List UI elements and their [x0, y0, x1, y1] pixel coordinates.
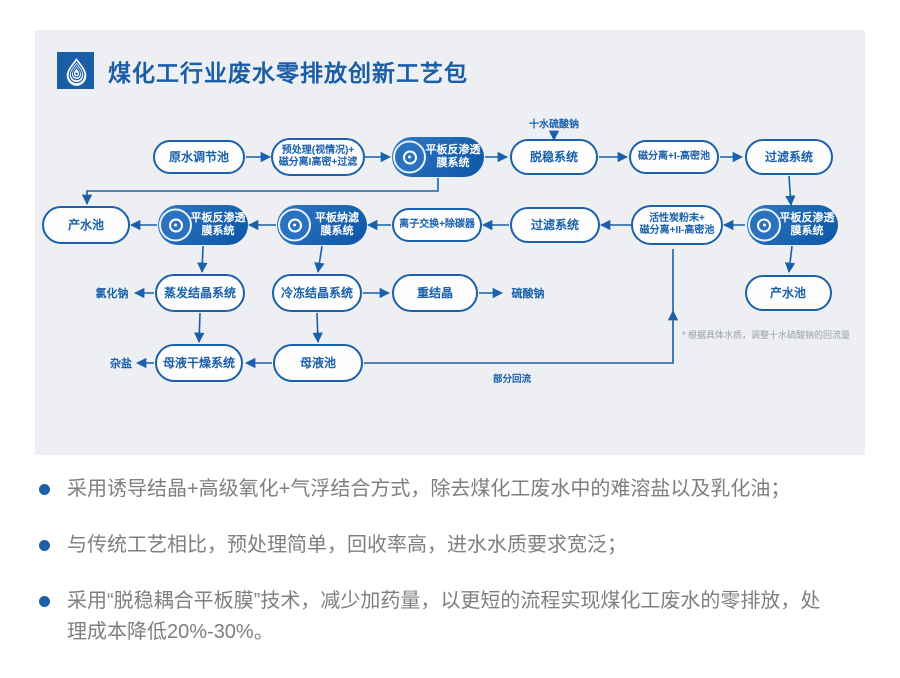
node-label: 蒸发结晶系统 [163, 285, 236, 300]
footnote: * 根据具体水质，调整十水硫酸钠的回流量 [682, 330, 851, 340]
node-flat-nanofiltration: 平板纳滤 膜系统 [277, 205, 367, 245]
node-recrystallization: 重结晶 [392, 274, 478, 312]
node-label: 脱稳系统 [529, 149, 578, 164]
disc-icon [159, 208, 192, 242]
node-label: 母液干燥系统 [162, 355, 235, 370]
bullet-text: 采用“脱稳耦合平板膜”技术，减少加药量，以更短的流程实现煤化工废水的零排放，处理… [67, 590, 821, 643]
node-label: 重结晶 [416, 285, 453, 300]
node-product-water-pool-left: 产水池 [42, 206, 130, 244]
node-freeze-crystallization: 冷冻结晶系统 [272, 274, 362, 312]
node-filter-system-2: 过滤系统 [510, 207, 600, 243]
node-product-water-pool-right: 产水池 [744, 275, 832, 311]
bullet-text: 采用诱导结晶+高级氧化+气浮结合方式，除去煤化工废水中的难溶盐以及乳化油； [67, 478, 791, 500]
label-sodium-sulfate: 硫酸钠 [511, 288, 545, 300]
node-activated-carbon: 活性炭粉末+ 磁分离+II-高密池 [631, 205, 723, 245]
feature-bullet-list: 采用诱导结晶+高级氧化+气浮结合方式，除去煤化工废水中的难溶盐以及乳化油； 与传统… [37, 474, 859, 673]
node-flat-ro-3: 平板反渗透 膜系统 [746, 205, 838, 245]
node-label: 产水池 [67, 217, 104, 232]
node-ion-exchange: 离子交换+除碳器 [392, 208, 482, 242]
node-magnetic-separation-1: 磁分离+I-高密池 [629, 140, 719, 174]
node-label: 活性炭粉末+ 磁分离+II-高密池 [639, 213, 715, 236]
label-mixed-salt: 杂盐 [110, 358, 132, 370]
process-flowchart: * 根据具体水质，调整十水硫酸钠的回流量 原水调节池 预处理(视情况)+ 磁分离I… [42, 119, 851, 385]
disc-icon [393, 140, 426, 174]
node-label: 平板反渗透 膜系统 [779, 212, 835, 237]
water-drop-logo [57, 52, 94, 89]
disc-icon [278, 208, 311, 242]
node-label: 磁分离+I-高密池 [638, 151, 710, 163]
bullet-item: 采用“脱稳耦合平板膜”技术，减少加药量，以更短的流程实现煤化工废水的零排放，处理… [37, 586, 859, 648]
node-pretreatment: 预处理(视情况)+ 磁分离I高密+过滤 [271, 138, 365, 176]
header: 煤化工行业废水零排放创新工艺包 [57, 52, 468, 89]
node-label: 冷冻结晶系统 [280, 285, 353, 300]
node-mother-liquor-drying: 母液干燥系统 [155, 344, 243, 382]
label-sodium-chloride: 氯化钠 [95, 288, 129, 300]
node-flat-ro-1: 平板反渗透 膜系统 [392, 137, 484, 177]
disc-icon [747, 208, 781, 242]
bullet-item: 采用诱导结晶+高级氧化+气浮结合方式，除去煤化工废水中的难溶盐以及乳化油； [37, 474, 859, 505]
page-title: 煤化工行业废水零排放创新工艺包 [108, 59, 468, 86]
node-label: 平板反渗透 膜系统 [425, 144, 481, 169]
label-partial-reflux: 部分回流 [492, 374, 532, 385]
node-label: 过滤系统 [764, 149, 813, 164]
node-label: 母液池 [299, 355, 336, 370]
node-label: 平板反渗透 膜系统 [190, 212, 246, 237]
node-label: 平板纳滤 膜系统 [315, 212, 359, 237]
bullet-item: 与传统工艺相比，预处理简单，回收率高，进水水质要求宽泛； [37, 530, 859, 561]
bullet-dot-icon [39, 484, 50, 495]
node-label: 离子交换+除碳器 [399, 219, 475, 231]
label-sodium-sulfate-decahydrate: 十水硫酸钠 [529, 119, 579, 131]
node-label: 过滤系统 [530, 217, 579, 232]
bullet-dot-icon [39, 540, 50, 551]
node-filter-system-1: 过滤系统 [745, 139, 833, 175]
node-label: 原水调节池 [168, 149, 229, 164]
node-mother-liquor-pool: 母液池 [273, 344, 363, 382]
node-raw-water-pool: 原水调节池 [153, 140, 245, 174]
node-flat-ro-2: 平板反渗透 膜系统 [158, 205, 248, 245]
node-label: 预处理(视情况)+ 磁分离I高密+过滤 [278, 145, 358, 168]
node-label: 产水池 [769, 285, 806, 300]
bullet-text: 与传统工艺相比，预处理简单，回收率高，进水水质要求宽泛； [67, 534, 627, 556]
node-evaporation-crystallization: 蒸发结晶系统 [155, 274, 245, 312]
node-destabilization-system: 脱稳系统 [510, 139, 598, 175]
bullet-dot-icon [39, 596, 50, 607]
